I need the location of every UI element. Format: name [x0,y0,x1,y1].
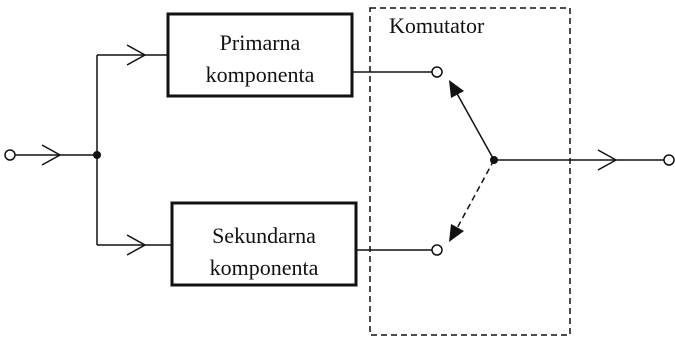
secondary-component-box [170,201,358,287]
secondary-label-line2: komponenta [210,255,319,280]
secondary-label-line1: Sekundarna [212,223,316,248]
switch-arm-active-arrowhead [449,80,464,98]
primary-component: Primarna komponenta [166,12,354,98]
output-terminal [663,154,675,166]
switch-label: Komutator [389,13,485,38]
switch-arm-standby-arrowhead [449,224,464,242]
switch-boundary [369,7,571,336]
input-terminal [4,149,16,161]
secondary-flow-arrow [126,234,147,256]
secondary-component: Sekundarna komponenta [170,201,358,287]
secondary-contact [431,244,443,256]
switch-block: Komutator [369,7,571,336]
switch-arm-active [454,89,495,161]
primary-contact [431,66,443,78]
primary-label-line2: komponenta [206,62,315,87]
output-flow-arrow [597,149,618,171]
input-flow-arrow [41,144,62,166]
switch-arm-standby [454,159,495,233]
primary-component-box [166,12,354,98]
primary-flow-arrow [126,44,147,66]
primary-label-line1: Primarna [220,30,301,55]
